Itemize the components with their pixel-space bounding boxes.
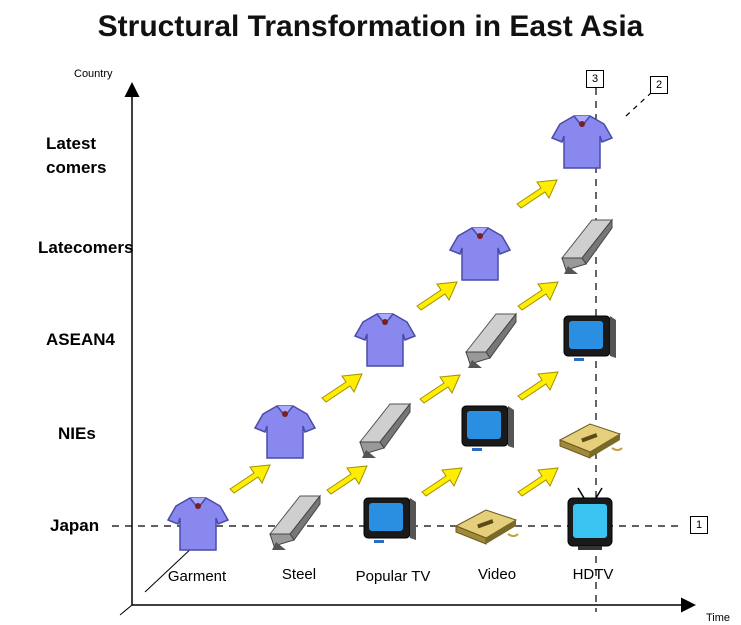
marker-box-1: 1	[690, 516, 708, 534]
page-title: Structural Transformation in East Asia	[97, 10, 644, 43]
steel-icon-asean4	[465, 313, 517, 369]
video-icon-japan	[455, 509, 519, 545]
diagonal-dashed-line	[625, 91, 653, 117]
arrow-icon	[517, 371, 559, 401]
origin-dash	[119, 604, 133, 616]
arrow-icon	[517, 467, 559, 497]
x-axis-label: Time	[706, 612, 731, 624]
arrow-icon	[421, 467, 463, 497]
marker-box-2: 2	[650, 76, 668, 94]
arrow-icon	[416, 281, 458, 311]
country-label-asean4: ASEAN4	[46, 330, 115, 349]
popular-tv-icon-asean4	[563, 315, 617, 362]
product-label-garment: Garment	[167, 568, 227, 585]
garment-icon-latecomers	[449, 227, 511, 281]
garment-icon-nies	[254, 405, 316, 459]
y-axis-label: Country	[74, 68, 113, 80]
popular-tv-icon-nies	[461, 405, 515, 452]
popular-tv-icon-japan	[363, 497, 417, 544]
video-icon-nies	[559, 423, 623, 459]
country-label-latest-comers: Latest comers	[46, 134, 107, 177]
hdtv-icon-japan	[567, 487, 613, 551]
arrow-icon	[516, 179, 558, 209]
steel-icon-japan	[269, 495, 321, 551]
country-label-nies: NIEs	[58, 424, 96, 443]
product-label-video: Video	[477, 566, 517, 583]
garment-icon-japan	[167, 497, 229, 551]
origin-diagonal	[144, 544, 196, 593]
arrow-icon	[321, 373, 363, 403]
arrow-icon	[229, 464, 271, 494]
product-label-hdtv: HDTV	[572, 566, 614, 583]
garment-icon-latest-comers	[551, 115, 613, 169]
steel-icon-nies	[359, 403, 411, 459]
steel-icon-latecomers	[561, 219, 613, 275]
product-label-steel: Steel	[281, 566, 317, 583]
arrow-icon	[419, 374, 461, 404]
marker-box-3: 3	[586, 70, 604, 88]
arrow-icon	[517, 281, 559, 311]
arrow-icon	[326, 465, 368, 495]
product-label-popular-tv: Popular TV	[355, 568, 431, 585]
country-label-latecomers: Latecomers	[38, 238, 134, 257]
garment-icon-asean4	[354, 313, 416, 367]
country-label-japan: Japan	[50, 516, 100, 535]
